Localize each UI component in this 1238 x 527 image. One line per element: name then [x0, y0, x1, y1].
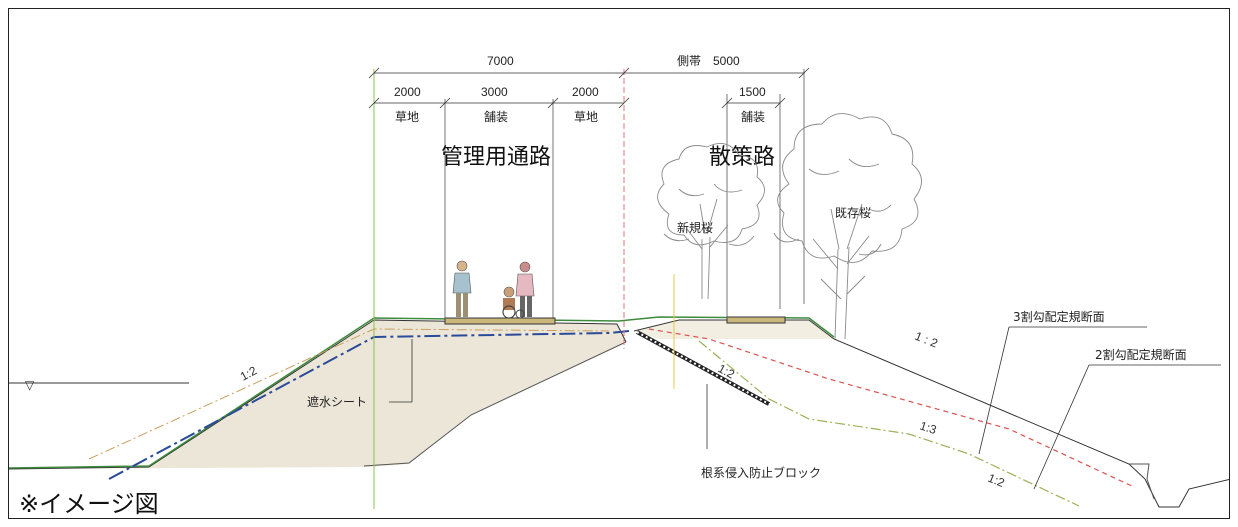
surface-grass-right: 草地 [574, 110, 598, 124]
grass-surface-line [9, 316, 835, 469]
existing-cherry-tree-illustration [773, 113, 922, 340]
dim-total-right: 側帯 5000 [677, 54, 740, 68]
pavement-main [444, 317, 556, 325]
dim-seg-mid: 3000 [481, 85, 508, 99]
crown-right-fill [634, 320, 834, 339]
title-management-road: 管理用通路 [441, 145, 551, 170]
embankment-fill [9, 320, 626, 469]
dim-total-left: 7000 [487, 54, 514, 68]
cross-section-frame: ▽ 7000 側帯 5000 2000 3000 2000 1500 草地 舗装… [8, 8, 1230, 519]
label-root-block: 根系侵入防止ブロック [701, 465, 821, 480]
water-level-symbol: ▽ [25, 378, 35, 392]
dimension-total [368, 67, 810, 109]
slope-20-line [698, 340, 1080, 507]
pavement-path [726, 316, 786, 324]
root-block-hatch [636, 331, 770, 405]
slope-right-13: 1:3 [918, 419, 939, 438]
image-note: ※イメージ図 [19, 490, 159, 518]
wheelchair-figure [502, 286, 525, 319]
surface-grass-left: 草地 [395, 110, 419, 124]
pedestrian-figure [452, 260, 472, 317]
slope-20-leader [1033, 364, 1090, 490]
slope-right-lower: 1:2 [986, 471, 1007, 490]
embankment-cross-section: ▽ 7000 側帯 5000 2000 3000 2000 1500 草地 舗装… [9, 54, 1229, 518]
label-existing-tree: 既存桜 [835, 206, 871, 220]
label-slope-20: 2割勾配定規断面 [1095, 347, 1187, 362]
dim-seg-right: 2000 [572, 85, 599, 99]
waterproof-sheet-line [108, 330, 630, 480]
surface-paved-path: 舗装 [741, 110, 765, 124]
dim-seg-path: 1500 [739, 85, 766, 99]
caregiver-figure [515, 261, 535, 317]
label-new-tree: 新規桜 [677, 220, 713, 235]
slope-30-leader [978, 326, 1010, 455]
new-cherry-tree-illustration [657, 142, 765, 300]
slope-30-line [648, 328, 1135, 488]
label-waterproof-sheet: 遮水シート [307, 394, 367, 409]
label-slope-30: 3割勾配定規断面 [1013, 309, 1105, 324]
dim-seg-left: 2000 [394, 85, 421, 99]
embankment-inner-line [363, 341, 627, 467]
right-bank-step [1129, 463, 1155, 500]
surface-paved-mid: 舗装 [484, 110, 508, 124]
slope-right-upper: 1 : 2 [913, 329, 940, 351]
title-walking-path: 散策路 [709, 145, 775, 170]
slope-left: 1:2 [238, 363, 260, 383]
